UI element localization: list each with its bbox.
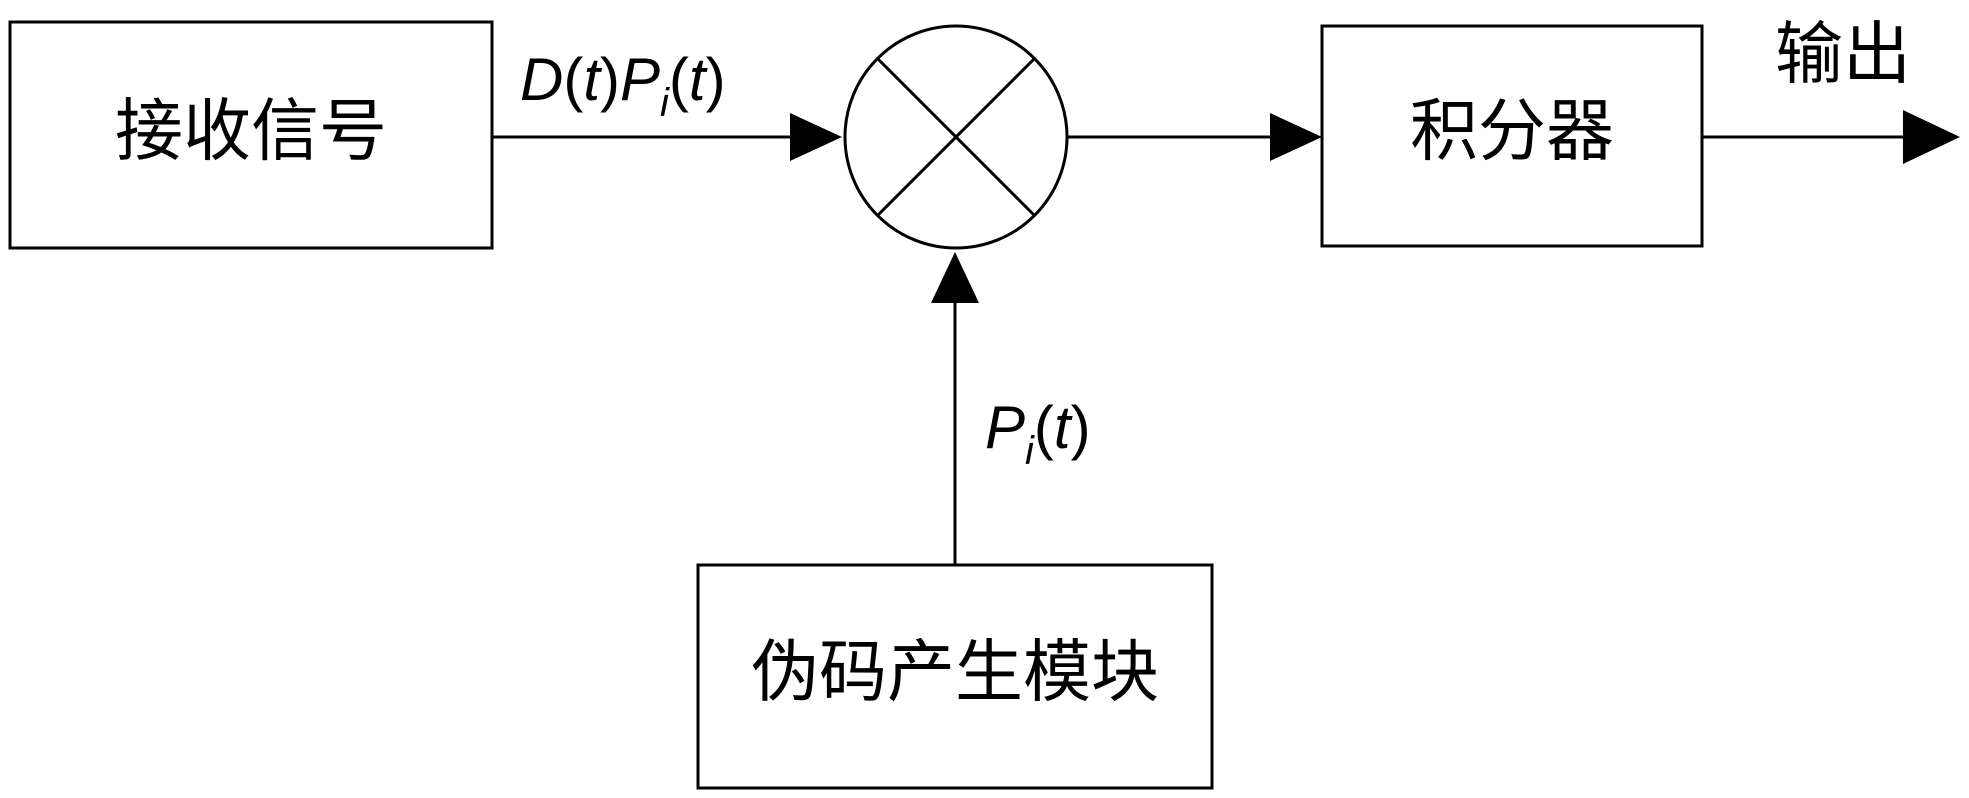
mixer-output-line	[1067, 113, 1322, 161]
input-signal-label: D(t)Pi(t)	[520, 46, 726, 125]
pn-arrowhead	[931, 252, 979, 303]
output-label: 输出	[1775, 16, 1911, 95]
received-signal-label: 接收信号	[115, 93, 387, 172]
integrator-label: 积分器	[1410, 93, 1614, 172]
input-arrowhead	[790, 113, 842, 161]
output-arrowhead	[1903, 110, 1960, 164]
pn-generator-block: 伪码产生模块	[696, 563, 1214, 790]
pn-code-label: Pi(t)	[985, 394, 1091, 473]
multiplier-icon	[843, 24, 1069, 250]
pn-code-line	[931, 252, 979, 565]
received-signal-block: 接收信号	[8, 20, 494, 250]
output-line	[1702, 110, 1960, 164]
integrator-arrowhead	[1270, 113, 1322, 161]
pn-generator-label: 伪码产生模块	[751, 634, 1159, 713]
input-signal-line	[492, 113, 842, 161]
integrator-block: 积分器	[1320, 24, 1704, 248]
